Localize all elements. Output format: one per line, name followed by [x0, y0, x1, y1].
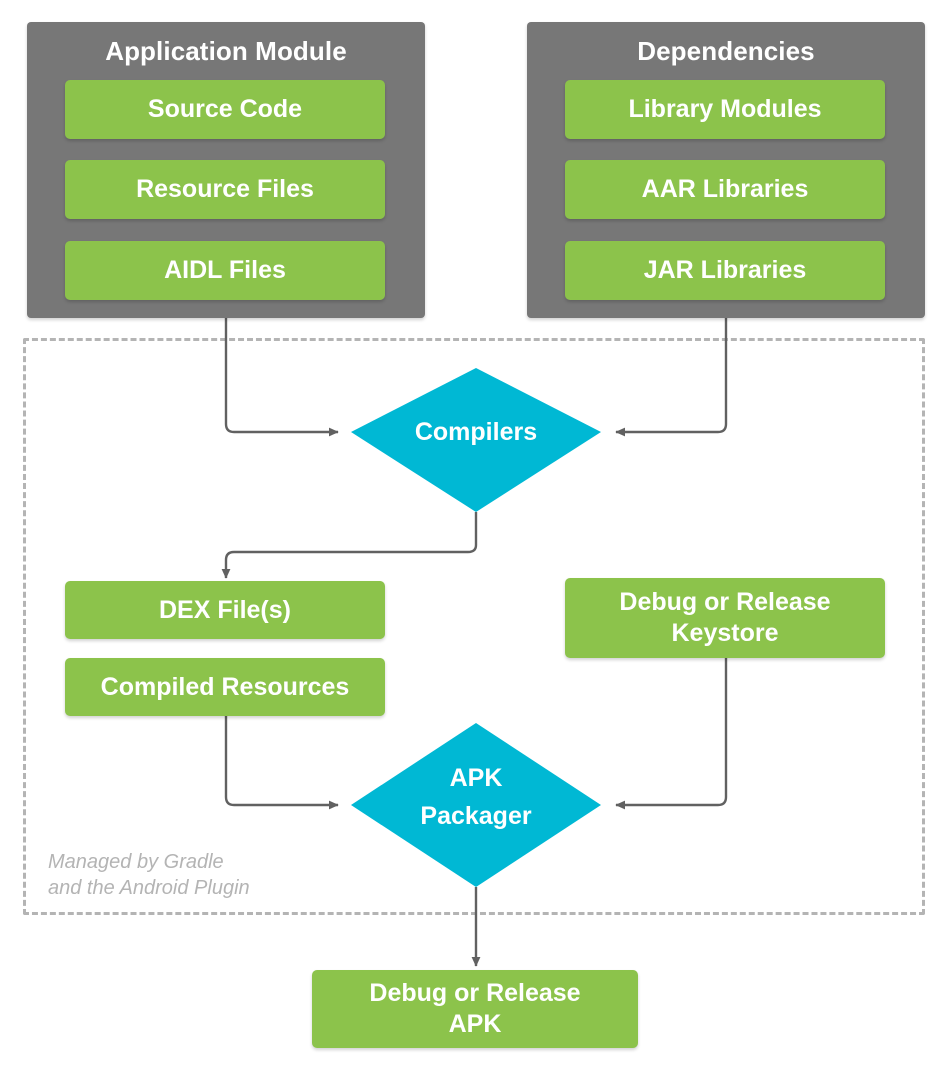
- group-dependencies-title: Dependencies: [637, 36, 815, 66]
- node-compiled-resources[interactable]: Compiled Resources: [65, 658, 385, 716]
- compilers-label: Compilers: [414, 418, 538, 446]
- apk-packager-label: APK Packager: [420, 764, 532, 830]
- node-output-apk[interactable]: Debug or Release APK: [312, 970, 638, 1048]
- node-aar-libraries[interactable]: AAR Libraries: [565, 160, 885, 219]
- node-keystore[interactable]: Debug or Release Keystore: [565, 578, 885, 658]
- group-application-module-title: Application Module: [105, 36, 347, 66]
- gradle-managed-note: Managed by Gradle and the Android Plugin: [48, 851, 250, 899]
- node-resource-files[interactable]: Resource Files: [65, 160, 385, 219]
- node-aidl-files[interactable]: AIDL Files: [65, 241, 385, 300]
- node-library-modules[interactable]: Library Modules: [565, 80, 885, 139]
- node-jar-libraries[interactable]: JAR Libraries: [565, 241, 885, 300]
- node-source-code[interactable]: Source Code: [65, 80, 385, 139]
- gradle-managed-region: [23, 338, 925, 915]
- node-dex-files[interactable]: DEX File(s): [65, 581, 385, 639]
